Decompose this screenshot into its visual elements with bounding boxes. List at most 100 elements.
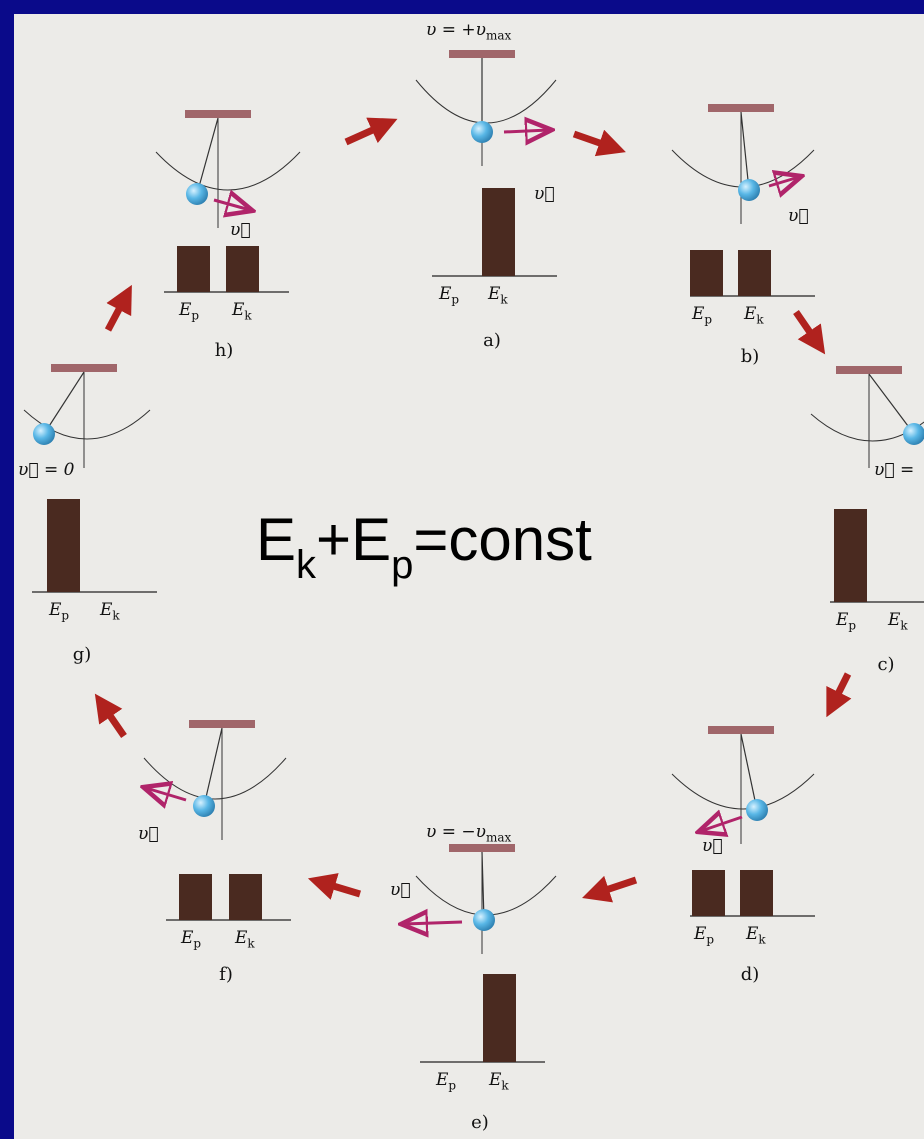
velocity-vector-d xyxy=(701,817,743,831)
ep-label-g-sub: p xyxy=(61,608,70,623)
ek-label-e-sub: k xyxy=(501,1078,509,1093)
bob-f xyxy=(193,795,215,817)
bob-c xyxy=(903,423,924,445)
pendulum-energy-diagram xyxy=(23,50,924,1063)
ek-label-h: Ek xyxy=(232,300,252,322)
ep-label-b-sub: p xyxy=(704,312,713,327)
velocity-vector-h xyxy=(213,200,250,210)
ceiling-e xyxy=(449,844,515,852)
string-h xyxy=(196,117,219,195)
v-vector-f: υ⃗ xyxy=(138,824,159,844)
ep-label-a-main: E xyxy=(439,284,452,304)
ceiling-g xyxy=(51,364,117,372)
vmax-negative-label: υ = −υmax xyxy=(426,822,511,844)
v-vector-a: υ⃗ xyxy=(534,184,555,204)
bob-b xyxy=(738,179,760,201)
cycle-arrow-2 xyxy=(572,129,626,157)
ek-label-d-main: E xyxy=(746,924,759,944)
ek-label-h-main: E xyxy=(232,300,245,320)
ek-label-b-main: E xyxy=(744,304,757,324)
ep-label-e-main: E xyxy=(436,1070,449,1090)
formula-plus: + xyxy=(316,506,352,573)
ep-label-h-sub: p xyxy=(191,308,200,323)
swing-arc-g xyxy=(23,409,151,440)
cycle-arrow-7 xyxy=(94,693,127,738)
swing-arc-a xyxy=(415,79,557,124)
v-vector-e: υ⃗ xyxy=(390,880,411,900)
v-vector-d: υ⃗ xyxy=(702,836,723,856)
ek-label-a-sub: k xyxy=(500,292,508,307)
swing-arc-f xyxy=(143,757,287,800)
formula-ek-sub: k xyxy=(296,543,317,587)
ep-label-f: Ep xyxy=(181,928,201,950)
ek-label-f-sub: k xyxy=(247,936,255,951)
v-zero-label-c: υ⃗ = xyxy=(874,460,915,480)
string-c xyxy=(868,373,915,435)
ceiling-c xyxy=(836,366,902,374)
ep-label-c-main: E xyxy=(836,610,849,630)
ep-label-a: Ep xyxy=(439,284,459,306)
cycle-arrow-5 xyxy=(582,875,638,903)
string-b xyxy=(740,111,750,191)
v-zero-label-g: υ⃗ = 0 xyxy=(18,460,75,480)
velocity-vector-a xyxy=(503,130,549,132)
v-vector-h: υ⃗ xyxy=(230,220,251,240)
ep-bar-h xyxy=(177,246,210,292)
velocity-vector-b xyxy=(768,177,799,186)
formula-const: =const xyxy=(413,506,592,573)
string-f xyxy=(203,727,223,807)
ep-label-a-sub: p xyxy=(451,292,460,307)
vmax-positive-sub: max xyxy=(485,28,512,43)
string-g xyxy=(43,371,85,435)
bob-g xyxy=(33,423,55,445)
ep-label-b-main: E xyxy=(692,304,705,324)
ek-label-c-sub: k xyxy=(900,618,908,633)
ep-label-e: Ep xyxy=(436,1070,456,1092)
diagram-frame: Ek+Ep=const υ = +υmax υ = −υmax υ⃗ = 0 υ… xyxy=(14,14,924,1139)
bob-e xyxy=(473,909,495,931)
ep-label-h: Ep xyxy=(179,300,199,322)
ek-bar-e xyxy=(483,974,516,1062)
vmax-negative-sub: max xyxy=(485,830,512,845)
swing-arc-d xyxy=(671,773,815,810)
ep-label-d: Ep xyxy=(694,924,714,946)
v-vector-b: υ⃗ xyxy=(788,206,809,226)
ek-label-e-main: E xyxy=(489,1070,502,1090)
formula-ep-sub: p xyxy=(391,543,414,587)
bob-d xyxy=(746,799,768,821)
ceiling-a xyxy=(449,50,515,58)
ek-label-g-sub: k xyxy=(112,608,120,623)
panel-letter-e: e) xyxy=(471,1112,489,1133)
vmax-positive-text: υ = +υ xyxy=(426,20,486,40)
bob-h xyxy=(186,183,208,205)
ek-label-c-main: E xyxy=(888,610,901,630)
ek-label-a-main: E xyxy=(488,284,501,304)
ek-bar-f xyxy=(229,874,262,920)
panel-letter-c: c) xyxy=(877,654,895,675)
ek-label-e: Ek xyxy=(489,1070,509,1092)
bob-a xyxy=(471,121,493,143)
vmax-negative-text: υ = −υ xyxy=(426,822,486,842)
ep-label-c: Ep xyxy=(836,610,856,632)
cycle-arrow-1 xyxy=(344,117,398,146)
ek-label-f: Ek xyxy=(235,928,255,950)
cycle-arrow-3 xyxy=(793,310,826,355)
cycle-arrow-6 xyxy=(307,873,362,900)
formula-ek: E xyxy=(256,506,297,573)
cycle-arrow-8 xyxy=(104,284,132,332)
ceiling-f xyxy=(189,720,255,728)
ceiling-d xyxy=(708,726,774,734)
panel-letter-h: h) xyxy=(214,340,234,361)
ep-bar-c xyxy=(834,509,867,602)
panel-letter-a: a) xyxy=(483,330,501,351)
string-d xyxy=(740,733,758,811)
ek-bar-h xyxy=(226,246,259,292)
ceiling-h xyxy=(185,110,251,118)
velocity-vector-f xyxy=(146,788,187,800)
ep-bar-d xyxy=(692,870,725,916)
ep-label-h-main: E xyxy=(179,300,192,320)
velocity-vector-e xyxy=(404,922,463,924)
ek-label-b: Ek xyxy=(744,304,764,326)
ek-label-a: Ek xyxy=(488,284,508,306)
ep-label-g-main: E xyxy=(49,600,62,620)
